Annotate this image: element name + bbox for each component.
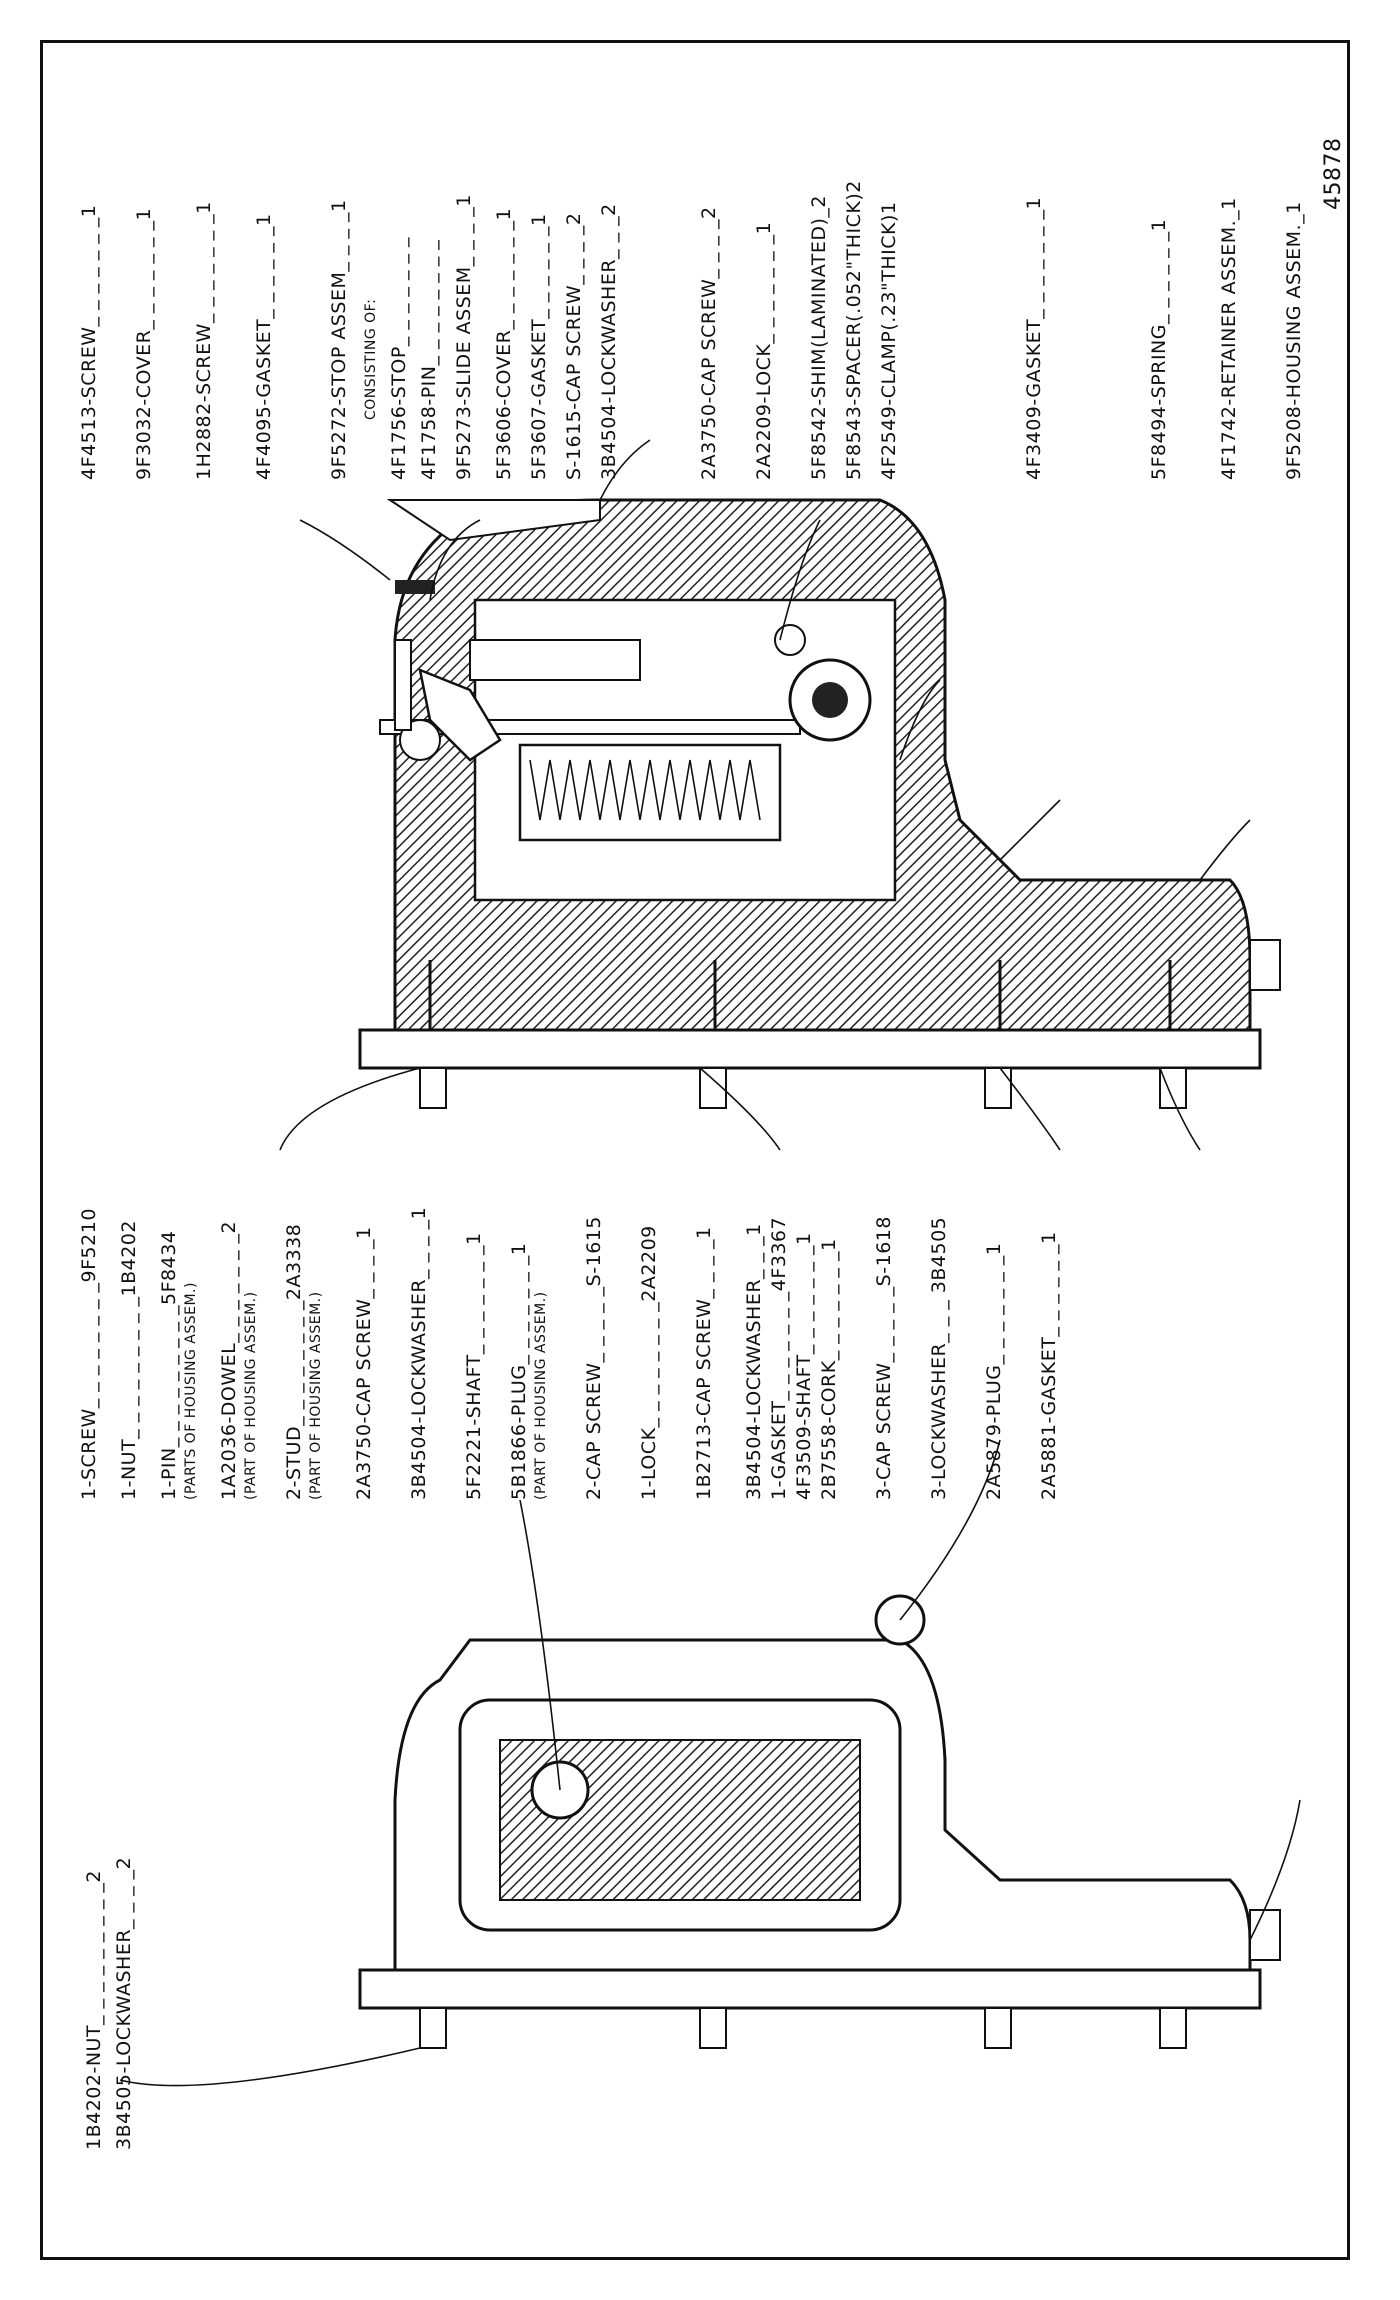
exterior-bolts — [419, 2007, 1187, 2049]
shaft-center — [812, 682, 848, 718]
lock-plate — [469, 639, 641, 681]
center-label-group: 1-SCREW_ _ _ _ _ _ _ _9F5210 1-NUT_ _ _ … — [78, 1207, 1060, 1500]
figure-frame — [40, 40, 1350, 2260]
right-label: 4F4095-GASKET_ _ _ _ _ _1 — [253, 213, 275, 480]
center-label: 2A3750-CAP SCREW_ _ _ _1 — [353, 1226, 375, 1500]
right-plug — [1249, 939, 1281, 991]
right-label: 4F1742-RETAINER ASSEM._1 — [1218, 197, 1240, 480]
right-label: 5F8542-SHIM(LAMINATED)_2 — [808, 195, 830, 480]
right-label: 9F5272-STOP ASSEM_ _ _ _1 — [328, 199, 350, 480]
right-label: CONSISTING OF: — [363, 299, 379, 420]
center-label: 3B4504-LOCKWASHER_ _ _ _1 — [408, 1207, 430, 1500]
leader-lines — [119, 439, 1301, 2087]
center-label: 1-PIN_ _ _ _ _ _ _ _ _5F8434 — [158, 1231, 180, 1500]
stop-lever — [418, 667, 502, 762]
right-label: 5F3606-COVER_ _ _ _ _ _ _1 — [493, 208, 515, 480]
center-label-note: (PARTS OF HOUSING ASSEM.) — [183, 1282, 199, 1500]
center-label: 1B2713-CAP SCREW_ _ _ _1 — [693, 1226, 715, 1500]
center-label: 1-NUT_ _ _ _ _ _ _ _ _1B4202 — [118, 1220, 140, 1500]
right-label: 9F5273-SLIDE ASSEM_ _ _ _1 — [453, 194, 475, 480]
center-label: 5B1866-PLUG_ _ _ _ _ _ _1 — [508, 1243, 530, 1500]
right-label: S-1615-CAP SCREW_ _ _ _2 — [563, 213, 585, 480]
right-label: 4F1756-STOP_ _ _ _ _ _ _ — [388, 237, 410, 480]
right-label: 2A2209-LOCK_ _ _ _ _ _ _1 — [753, 222, 775, 480]
sectional-view — [358, 498, 1281, 1109]
center-label: 2A5881-GASKET_ _ _ _ _ _1 — [1038, 1231, 1060, 1500]
center-label-note: (PART OF HOUSING ASSEM.) — [243, 1291, 259, 1500]
right-label: 4F4513-SCREW_ _ _ _ _ _ _1 — [78, 205, 100, 480]
side-cover — [386, 499, 601, 542]
center-label: 1-SCREW_ _ _ _ _ _ _ _9F5210 — [78, 1208, 100, 1500]
right-label: 9F5208-HOUSING ASSEM._1 — [1283, 201, 1305, 480]
center-label: 3B4504-LOCKWASHER_ _ _1 — [743, 1223, 765, 1500]
studs — [428, 960, 1172, 1030]
center-label: 4F3509-SHAFT_ _ _ _ _ _ _1 — [793, 1232, 815, 1500]
right-label: 9F3032-COVER_ _ _ _ _ _ _1 — [133, 208, 155, 480]
right-label: 2A3750-CAP SCREW_ _ _ _2 — [698, 206, 720, 480]
exterior-flange — [358, 1968, 1262, 2010]
cover-screw — [394, 639, 412, 731]
exterior-plug — [1249, 1909, 1281, 1961]
right-label: 4F2549-CLAMP(.23"THICK)1 — [878, 202, 900, 480]
right-label: 5F8494-SPRING_ _ _ _ _ _1 — [1148, 219, 1170, 480]
right-label: 5F3607-GASKET_ _ _ _ _ _1 — [528, 213, 550, 480]
left-label: 1B4202-NUT_ _ _ _ _ _ _ _ _2 — [83, 1870, 105, 2150]
left-label-group: 1B4202-NUT_ _ _ _ _ _ _ _ _2 3B4505-LOCK… — [83, 1857, 135, 2150]
center-label: 1-LOCK_ _ _ _ _ _ _ _2A2209 — [638, 1225, 660, 1500]
center-label: 1-GASKET_ _ _ _ _ _ _4F3367 — [768, 1217, 790, 1500]
lower-right-label-group: 4F3409-GASKET_ _ _ _ _ _ _1 5F8494-SPRIN… — [1023, 197, 1305, 480]
center-label: 2-CAP SCREW_ _ _ _ _S-1615 — [583, 1216, 605, 1500]
spring-cavity — [518, 743, 782, 842]
center-label: 2A5879-PLUG_ _ _ _ _ _ _1 — [983, 1243, 1005, 1500]
center-label: 1A2036-DOWEL_ _ _ _ _ _ _2 — [218, 1221, 240, 1500]
right-label: 3B4504-LOCKWASHER_ _ _2 — [598, 203, 620, 480]
left-label: 3B4505-LOCKWASHER_ _ _ _2 — [113, 1857, 135, 2150]
center-label: 3-CAP SCREW_ _ _ _ _S-1618 — [873, 1216, 895, 1500]
center-label: 2B7558-CORK_ _ _ _ _ _ _1 — [818, 1238, 840, 1500]
right-label: 5F8543-SPACER(.052"THICK)2 — [843, 180, 865, 480]
center-label: 2-STUD_ _ _ _ _ _ _ _2A3338 — [283, 1224, 305, 1500]
center-label-note: (PART OF HOUSING ASSEM.) — [308, 1291, 324, 1500]
spring — [529, 759, 761, 821]
mid-right-label-group: 2A3750-CAP SCREW_ _ _ _2 2A2209-LOCK_ _ … — [698, 180, 900, 480]
exterior-view — [358, 1594, 1281, 2049]
right-label: 4F1758-PIN_ _ _ _ _ _ _ _ — [418, 240, 440, 480]
center-label-note: (PART OF HOUSING ASSEM.) — [533, 1291, 549, 1500]
base-flange — [358, 1028, 1262, 1070]
pin-section — [774, 624, 806, 656]
top-screw — [395, 580, 435, 594]
center-label: 5F2221-SHAFT_ _ _ _ _ _ _1 — [463, 1232, 485, 1500]
center-label: 3-LOCKWASHER_ _ _ 3B4505 — [928, 1217, 950, 1500]
flange-bolts — [419, 1067, 1187, 1109]
figure-number: 45878 — [1321, 138, 1346, 211]
right-label: 1H2882-SCREW_ _ _ _ _ _ _1 — [193, 201, 215, 480]
right-label: 4F3409-GASKET_ _ _ _ _ _ _1 — [1023, 197, 1045, 480]
top-right-label-group: 4F4513-SCREW_ _ _ _ _ _ _1 9F3032-COVER_… — [78, 194, 620, 480]
